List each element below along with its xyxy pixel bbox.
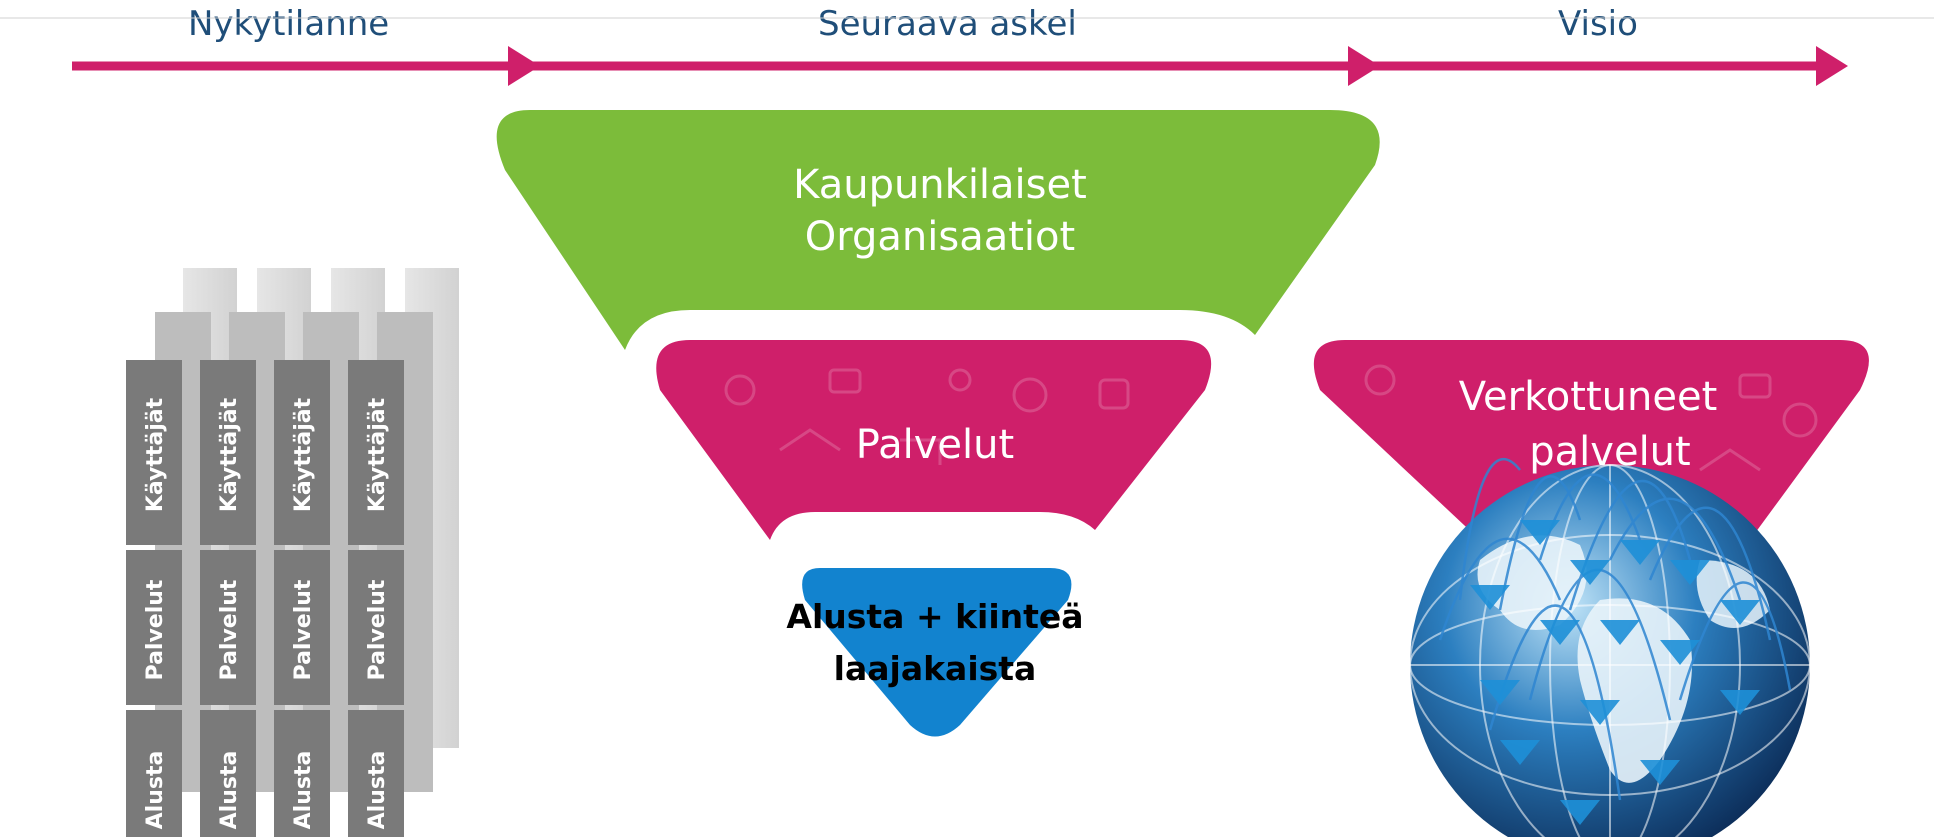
funnel-top-citizens — [496, 110, 1380, 350]
funnel: Kaupunkilaiset Organisaatiot Palvelut Al… — [496, 110, 1380, 737]
silo-column-2 — [200, 360, 256, 837]
funnel-top-line2: Organisaatiot — [805, 214, 1075, 260]
vision-line2: palvelut — [1529, 429, 1690, 475]
phase-label-vision: Visio — [1558, 4, 1638, 44]
timeline-arrowhead-3 — [1816, 46, 1848, 86]
funnel-middle-services — [656, 340, 1212, 540]
funnel-bottom-line2: laajakaista — [834, 649, 1037, 688]
vision-graphic: Verkottuneet palvelut — [1313, 340, 1869, 837]
timeline-arrowhead-2 — [1348, 46, 1380, 86]
silo-stack: Käyttäjät Käyttäjät Käyttäjät Käyttäjät … — [126, 268, 459, 837]
network-nodes — [1470, 520, 1760, 825]
vision-line1: Verkottuneet — [1459, 374, 1718, 420]
silo-2-platform-label: Alusta — [217, 751, 242, 830]
funnel-middle-pattern — [724, 368, 1130, 465]
silo-3-platform-label: Alusta — [291, 751, 316, 830]
timeline-arrow — [72, 46, 1848, 86]
silo-4-users-label: Käyttäjät — [365, 397, 390, 512]
funnel-bottom-line1: Alusta + kiinteä — [786, 597, 1083, 636]
silo-1-users-label: Käyttäjät — [143, 397, 168, 512]
silo-1-services-label: Palvelut — [143, 579, 168, 680]
silo-1-platform-label: Alusta — [143, 751, 168, 830]
silo-3-users-label: Käyttäjät — [291, 397, 316, 512]
silo-2-services-label: Palvelut — [217, 579, 242, 680]
silo-column-1 — [126, 360, 182, 837]
silo-3-services-label: Palvelut — [291, 579, 316, 680]
vision-pattern — [1364, 364, 1818, 472]
silo-front-layer — [126, 360, 404, 837]
funnel-middle-label: Palvelut — [856, 422, 1014, 468]
timeline-arrowhead-1 — [508, 46, 540, 86]
funnel-top-line1: Kaupunkilaiset — [793, 162, 1087, 208]
funnel-bottom-platform — [802, 568, 1072, 737]
silo-column-4 — [348, 360, 404, 837]
phase-label-current: Nykytilanne — [188, 4, 390, 44]
silo-4-platform-label: Alusta — [365, 751, 390, 830]
silo-4-services-label: Palvelut — [365, 579, 390, 680]
silo-2-users-label: Käyttäjät — [217, 397, 242, 512]
phase-label-next: Seuraava askel — [818, 4, 1077, 44]
silo-column-3 — [274, 360, 330, 837]
